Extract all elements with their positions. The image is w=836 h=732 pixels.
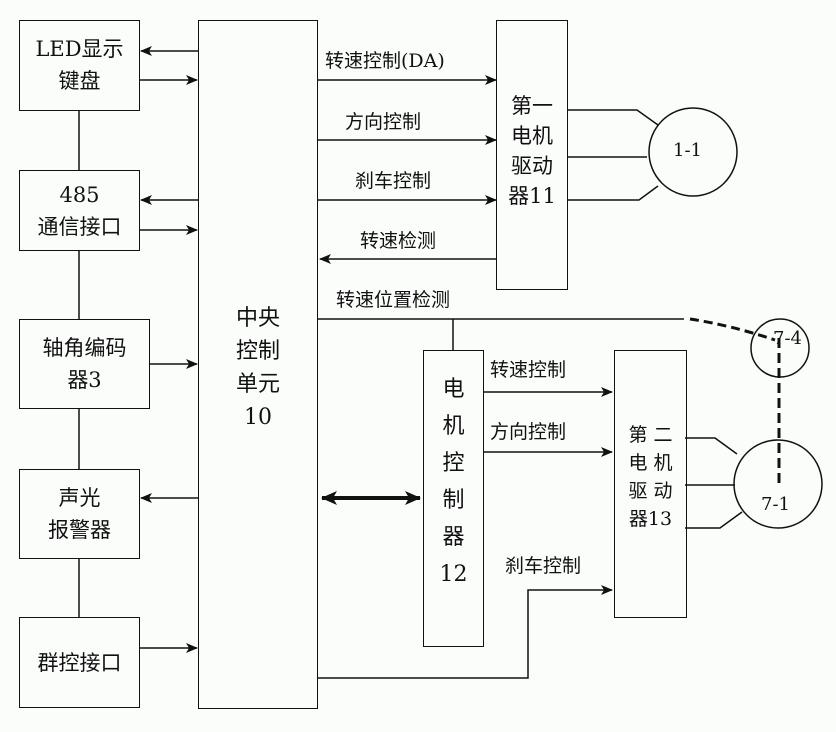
rs485-line-2: 通信接口: [37, 215, 122, 239]
motor-7-1-circle: [733, 439, 823, 529]
d1-line-3: 驱动: [511, 154, 553, 178]
encoder-line-1: 轴角编码: [42, 336, 127, 360]
cu-line-1: 中央: [235, 306, 280, 331]
motor-7-1-label: 7-1: [761, 494, 790, 515]
motor-controller-block: 电 机 控 制 器 12: [423, 350, 484, 647]
shaft-encoder-block: 轴角编码 器3: [19, 319, 150, 409]
wire-d1-m11-a: [567, 109, 659, 126]
motor-7-4-circle: [750, 318, 810, 378]
d1-line-2: 电机: [511, 124, 553, 148]
label-speed-control-2: 转速控制: [490, 359, 567, 381]
first-motor-driver-block: 第一 电机 驱动 器11: [496, 20, 568, 290]
motor-1-1-circle: [648, 107, 738, 197]
arrow-brake-control-2: [318, 585, 613, 679]
cu-line-3: 单元: [235, 372, 280, 397]
d1-line-1: 第一: [511, 94, 553, 118]
d2-line-2: 电 机: [628, 452, 673, 474]
d2-line-3: 驱 动: [628, 480, 673, 502]
alarm-line-1: 声光: [58, 486, 101, 510]
wire-d2-m71-c: [685, 511, 743, 529]
led-display-keyboard-block: LED显示 键盘: [19, 20, 140, 111]
led-line-1: LED显示: [35, 37, 124, 61]
d2-line-4: 器13: [628, 508, 673, 530]
label-direction-control-2: 方向控制: [490, 421, 567, 443]
mc-line-1: 电: [442, 377, 465, 402]
mc-line-3: 控: [442, 451, 465, 476]
label-brake-control-2: 刹车控制: [505, 555, 582, 577]
label-direction-control-1: 方向控制: [345, 111, 422, 133]
rs485-line-1: 485: [59, 183, 100, 207]
mc-line-6: 12: [439, 562, 468, 587]
group-control-interface-block: 群控接口: [19, 617, 140, 708]
dashed-sensor-link: [689, 317, 776, 342]
motor-1-1-label: 1-1: [673, 140, 702, 161]
led-line-2: 键盘: [58, 69, 101, 93]
alarm-line-2: 报警器: [48, 518, 111, 542]
label-speed-control-da: 转速控制(DA): [325, 50, 445, 72]
d1-line-4: 器11: [508, 184, 556, 208]
label-speed-position-detect: 转速位置检测: [336, 289, 451, 311]
label-brake-control-1: 刹车控制: [355, 170, 432, 192]
mc-line-2: 机: [442, 414, 465, 439]
encoder-line-2: 器3: [67, 368, 102, 392]
central-control-unit-block: 中央 控制 单元 10: [198, 20, 318, 709]
wire-d1-m11-c: [567, 185, 659, 201]
mc-line-5: 器: [442, 525, 465, 550]
d2-line-1: 第 二: [628, 424, 673, 446]
cu-line-2: 控制: [235, 339, 280, 364]
mc-line-4: 制: [442, 488, 465, 513]
cu-line-4: 10: [244, 405, 272, 430]
audible-visual-alarm-block: 声光 报警器: [19, 469, 140, 559]
motor-7-4-label: 7-4: [773, 328, 802, 349]
wire-d2-m71-a: [685, 437, 738, 455]
label-speed-detect: 转速检测: [360, 230, 437, 252]
group-line-1: 群控接口: [37, 651, 122, 675]
second-motor-driver-block: 第 二 电 机 驱 动 器13: [614, 350, 687, 618]
rs485-interface-block: 485 通信接口: [19, 170, 140, 251]
